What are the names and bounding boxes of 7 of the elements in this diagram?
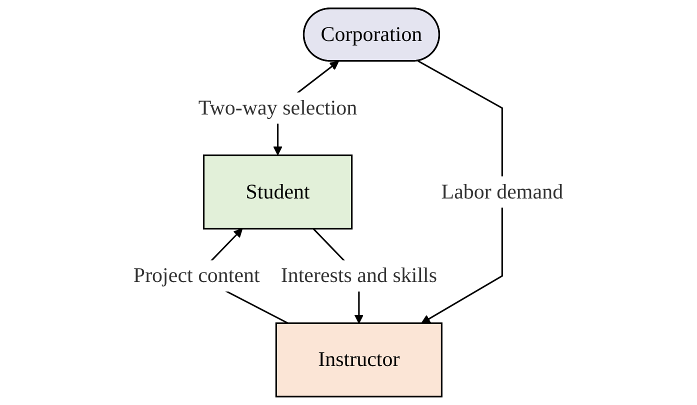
edge-label: Labor demand xyxy=(442,180,564,204)
edge-label: Interests and skills xyxy=(281,264,438,288)
node-box: Student xyxy=(203,154,353,230)
edge-label: Project content xyxy=(134,264,260,288)
edge-label: Two-way selection xyxy=(198,96,358,120)
arrow xyxy=(418,60,504,324)
node-box: Instructor xyxy=(276,322,443,398)
